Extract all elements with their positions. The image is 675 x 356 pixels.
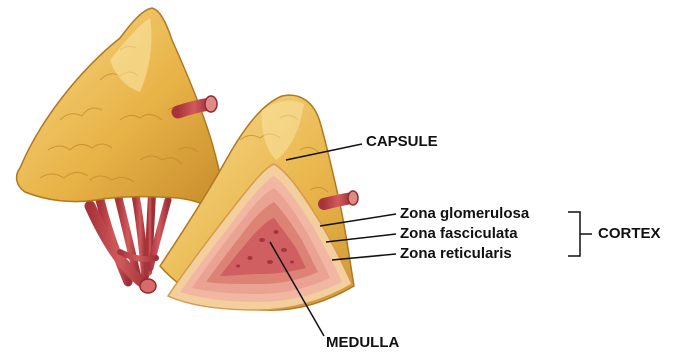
zona-fasciculata-label: Zona fasciculata <box>400 225 518 243</box>
renal-vessels <box>90 192 168 286</box>
medulla-label: MEDULLA <box>326 334 399 352</box>
cortex-label: CORTEX <box>598 225 661 243</box>
zona-reticularis-label: Zona reticularis <box>400 245 512 263</box>
capsule-label: CAPSULE <box>366 133 438 151</box>
zona-glomerulosa-label: Zona glomerulosa <box>400 205 529 223</box>
cortex-bracket <box>568 212 580 256</box>
vessel-opening <box>140 279 156 293</box>
